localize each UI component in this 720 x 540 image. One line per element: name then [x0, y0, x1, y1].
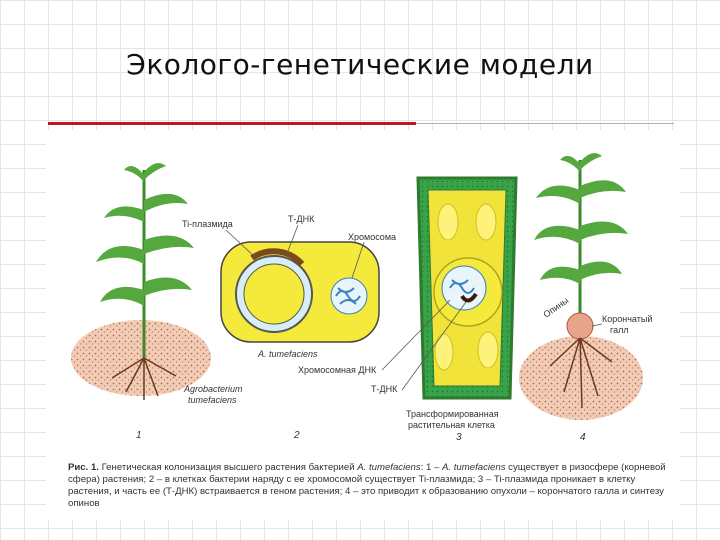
a-tumefaciens-label: A. tumefaciens [257, 349, 318, 359]
bacterium-icon [220, 241, 380, 343]
crown-gall-label-1: Корончатый [602, 314, 652, 324]
caption-prefix: Рис. 1. [68, 462, 99, 473]
chromosomal-dna-label: Хромосомная ДНК [298, 365, 377, 375]
t-dna-label-top: Т-ДНК [288, 214, 315, 224]
chromosome-label: Хромосома [348, 232, 396, 242]
t-dna-label-bottom: Т-ДНК [371, 384, 398, 394]
agrobacterium-label-1: Agrobacterium [183, 384, 243, 394]
caption-text-2: : 1 – [420, 462, 443, 473]
opines-label: Опины [541, 295, 570, 319]
caption-species-2: A. tumefaciens [442, 462, 506, 473]
caption-text-3: существует в ризосфере (корневой сфера) … [68, 462, 666, 509]
panel-number-4: 4 [580, 432, 586, 443]
title-underline-accent [48, 122, 416, 125]
transformed-cell-label-1: Трансформированная [406, 409, 499, 419]
agrobacterium-label-2: tumefaciens [188, 395, 237, 405]
plant-icon [71, 163, 211, 400]
slide-title: Эколого-генетические модели [126, 48, 594, 81]
panel-number-3: 3 [456, 432, 462, 443]
caption-species: A. tumefaciens [357, 462, 421, 473]
ti-plasmid-label: Ti-плазмида [182, 219, 233, 229]
plant-cell-icon [416, 176, 518, 400]
panel-number-1: 1 [136, 430, 142, 441]
transformed-cell-label-2: растительная клетка [408, 420, 495, 430]
caption-text-1: Генетическая колонизация высшего растени… [98, 462, 358, 473]
figure-caption: Рис. 1. Генетическая колонизация высшего… [68, 462, 680, 510]
diagram-svg: Agrobacterium tumefaciens 1 Ti-плазмида … [71, 153, 652, 443]
title-underline-rule [416, 123, 674, 124]
panel-number-2: 2 [293, 430, 300, 441]
figure-panel: Agrobacterium tumefaciens 1 Ti-плазмида … [46, 130, 680, 520]
crown-gall-label-2: галл [610, 325, 629, 335]
galled-plant-icon [519, 153, 643, 420]
